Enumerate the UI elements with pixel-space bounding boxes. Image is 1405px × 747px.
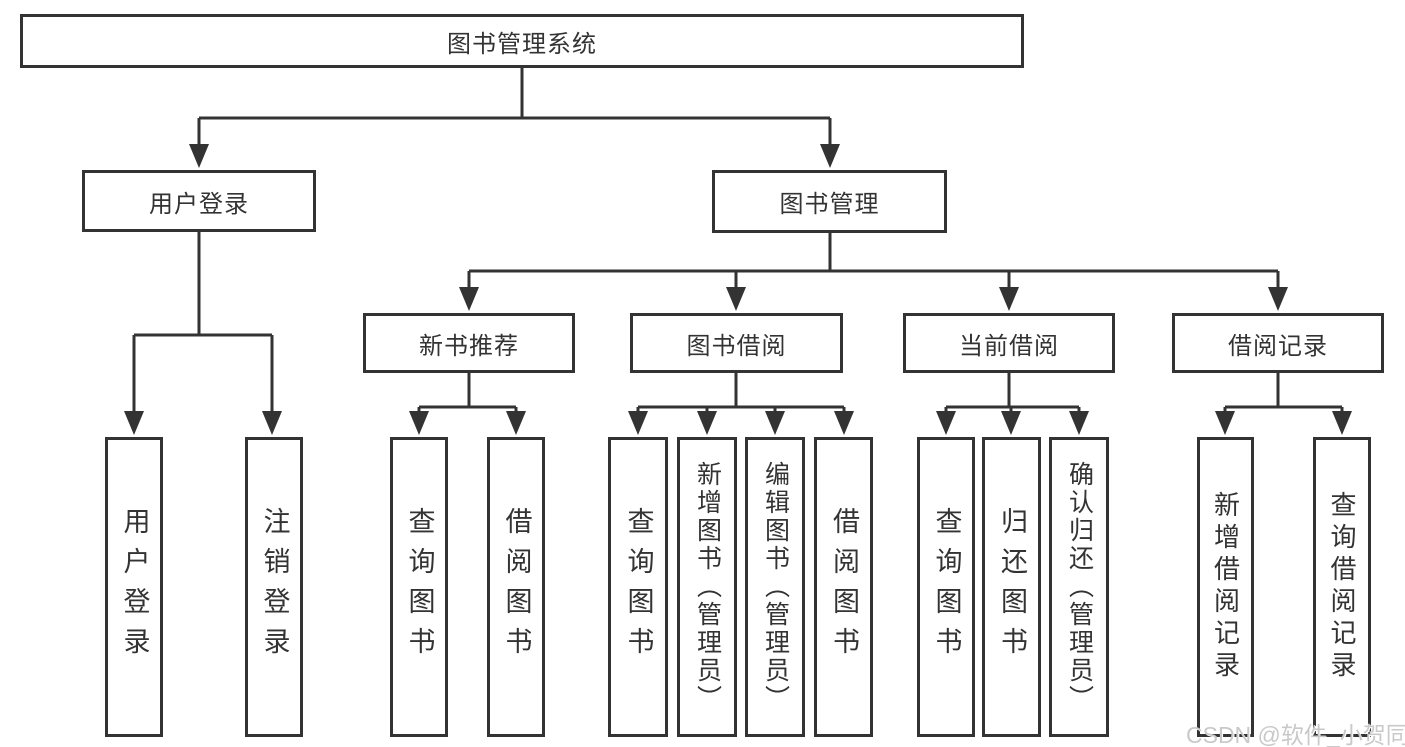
node-current-borrow: 当前借阅 [903,313,1115,373]
node-book-borrow: 图书借阅 [630,313,843,373]
leaf-recommend-borrow-book: 借阅图书 [487,437,545,737]
leaf-edit-book-admin-label: 编辑图书（管理员） [761,461,790,713]
leaf-borrow-query-book: 查询图书 [608,437,668,737]
leaf-add-book-admin-label: 新增图书（管理员） [693,461,722,713]
leaf-confirm-return-admin-label: 确认归还（管理员） [1065,461,1094,713]
node-root-label: 图书管理系统 [447,30,597,58]
node-user-login-label: 用户登录 [149,190,249,218]
node-new-book-recommend-label: 新书推荐 [419,332,519,360]
leaf-add-borrow-record-label: 新增借阅记录 [1210,491,1241,683]
node-book-borrow-label: 图书借阅 [686,332,787,360]
leaf-current-query-book-label: 查询图书 [931,507,962,667]
leaf-user-login-label: 用户登录 [119,507,150,667]
node-borrow-record-label: 借阅记录 [1228,332,1328,360]
leaf-user-login: 用户登录 [105,437,163,737]
leaf-borrow-query-book-label: 查询图书 [623,507,654,667]
leaf-query-borrow-record: 查询借阅记录 [1313,437,1371,737]
leaf-return-book: 归还图书 [982,437,1041,737]
node-new-book-recommend: 新书推荐 [363,313,575,373]
node-user-login: 用户登录 [82,170,316,232]
leaf-confirm-return-admin: 确认归还（管理员） [1049,437,1109,737]
leaf-add-borrow-record: 新增借阅记录 [1197,437,1254,737]
leaf-borrow-book: 借阅图书 [814,437,873,737]
leaf-recommend-borrow-book-label: 借阅图书 [501,507,532,667]
leaf-current-query-book: 查询图书 [917,437,975,737]
leaf-edit-book-admin: 编辑图书（管理员） [745,437,805,737]
node-book-management: 图书管理 [712,170,947,233]
leaf-add-book-admin: 新增图书（管理员） [677,437,737,737]
node-borrow-record: 借阅记录 [1172,313,1384,373]
csdn-watermark: CSDN @软件_小贺同学 [1186,722,1405,747]
leaf-recommend-query-book: 查询图书 [390,437,448,737]
leaf-recommend-query-book-label: 查询图书 [404,507,435,667]
node-book-management-label: 图书管理 [779,191,880,218]
node-current-borrow-label: 当前借阅 [959,332,1059,360]
leaf-logout-label: 注销登录 [259,507,290,667]
leaf-query-borrow-record-label: 查询借阅记录 [1327,491,1357,683]
leaf-return-book-label: 归还图书 [997,507,1027,667]
leaf-borrow-book-label: 借阅图书 [829,507,859,667]
node-root: 图书管理系统 [20,14,1024,68]
leaf-logout: 注销登录 [245,437,303,737]
